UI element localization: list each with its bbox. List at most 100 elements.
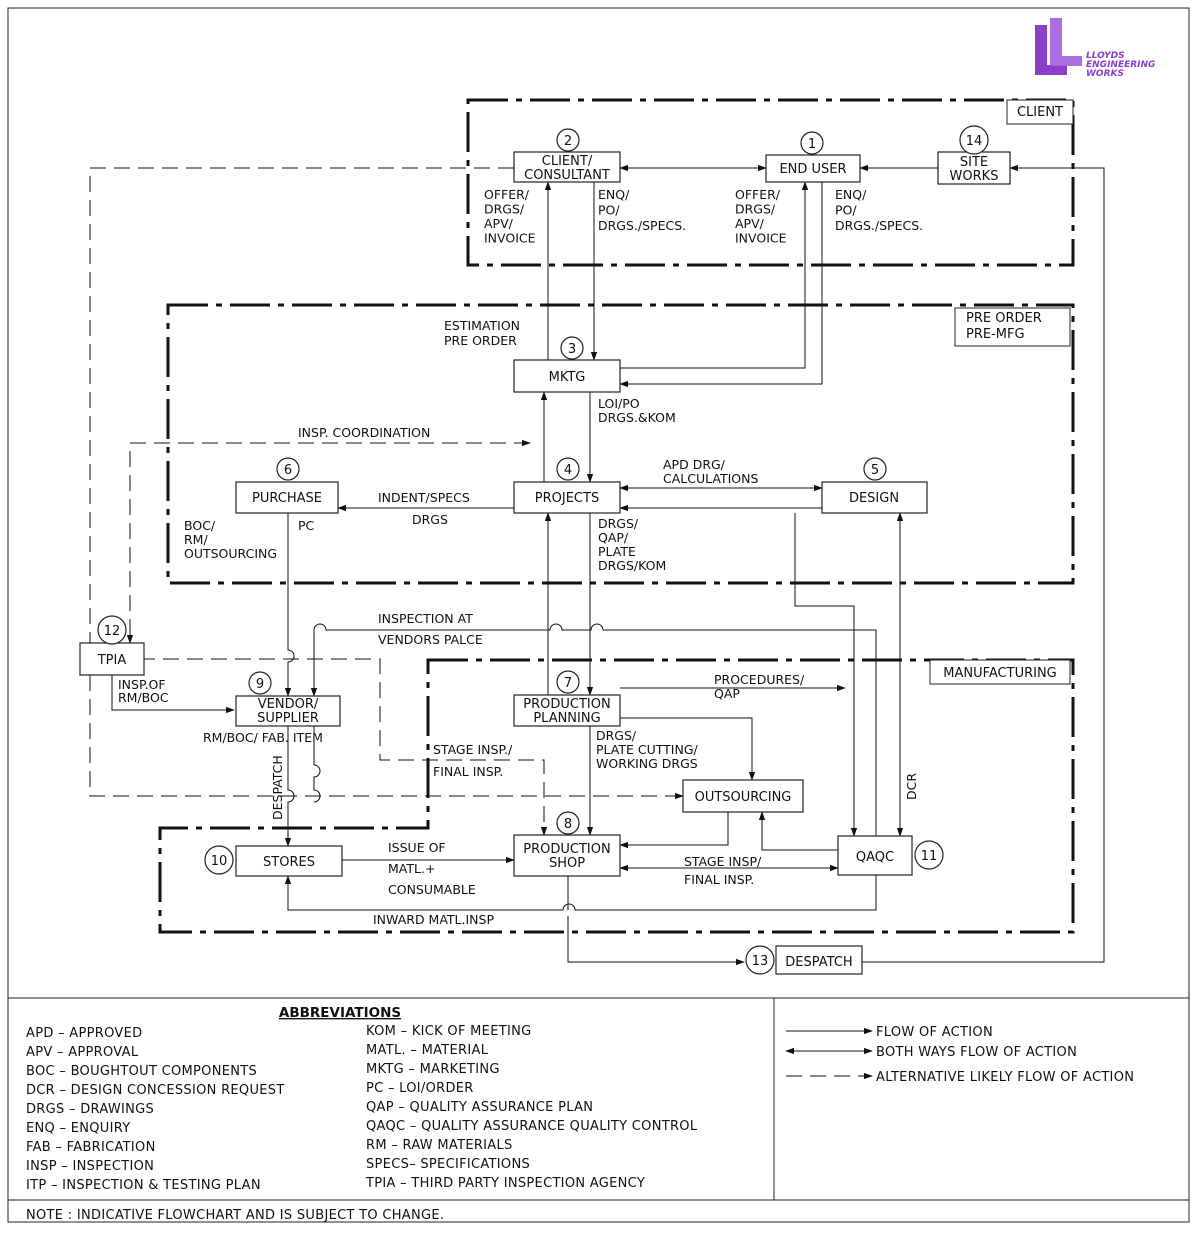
pre-order-region (166, 303, 1075, 585)
circle-3 (560, 336, 584, 360)
abbreviation-entry: DCR – DESIGN CONCESSION REQUEST (26, 1083, 285, 1098)
vendor-label: VENDOR/ (258, 697, 319, 712)
label-despatch-vertical: DESPATCH (270, 755, 285, 820)
number-14: 14 (966, 134, 983, 149)
flow-purchase-vendor (284, 513, 295, 697)
edge-label-line: OUTSOURCING (184, 546, 277, 561)
node-tpia-box (79, 642, 145, 676)
site-label: SITE (960, 155, 988, 170)
pre-order-region-label: PRE ORDER (966, 311, 1042, 326)
abbreviations-col2: KOM – KICK OF MEETING MATL. – MATERIAL MKT… (365, 1024, 698, 1191)
node-number-circles (97, 125, 989, 975)
abbreviation-entry: KOM – KICK OF MEETING (366, 1024, 531, 1039)
edge-label-line: APD DRG/ (663, 457, 726, 472)
edge-label-line: STAGE INSP./ (433, 742, 513, 757)
number-7: 7 (564, 676, 572, 691)
edge-label-line: DRGS/ (598, 516, 639, 531)
company-logo: LLOYDS ENGINEERING WORKS (1035, 18, 1155, 79)
legend-both-label: BOTH WAYS FLOW OF ACTION (876, 1045, 1077, 1060)
edge-labels: OFFER/DRGS/APV/INVOICE ENQ/PO/DRGS./SPEC… (118, 187, 923, 927)
flow-enduser-mktg (619, 182, 823, 388)
projects-label: PROJECTS (535, 491, 599, 506)
edge-label-line: INVOICE (735, 231, 787, 246)
node-qaqc-box (837, 835, 913, 876)
edge-label-line: INVOICE (484, 231, 536, 246)
qaqc-label: QAQC (856, 850, 894, 865)
label-enduser-offer: OFFER/DRGS/APV/INVOICE (735, 187, 787, 246)
edge-label-line: QAP/ (598, 530, 629, 545)
tpia-label: TPIA (97, 653, 127, 668)
outsourcing-label: OUTSOURCING (695, 790, 792, 805)
label-boc: BOC/RM/OUTSOURCING (184, 518, 277, 561)
number-13: 13 (752, 954, 769, 969)
abbreviation-entry: MATL. – MATERIAL (366, 1043, 489, 1058)
edge-label-line: QAP (714, 686, 740, 701)
logo-name-line-2: ENGINEERING (1086, 60, 1155, 70)
label-enduser-enq: ENQ/PO/DRGS./SPECS. (835, 187, 923, 233)
pre-mfg-region-label: PRE-MFG (966, 327, 1025, 342)
edge-label-line: PO/ (835, 203, 857, 218)
stores-label: STORES (263, 855, 315, 870)
edge-label-line: PLATE CUTTING/ (596, 742, 699, 757)
label-rm-boc: RM/BOC/ FAB. ITEM (203, 730, 323, 745)
flow-vendor-stores (284, 726, 295, 847)
logo-name-line-3: WORKS (1086, 69, 1124, 79)
despatch-label: DESPATCH (785, 955, 852, 970)
edge-label-line: DRGS/ (484, 202, 525, 217)
node-purchase-box (235, 481, 339, 514)
number-8: 8 (564, 817, 572, 832)
flow-tpia-vendor (111, 675, 235, 714)
circle-14 (959, 125, 989, 155)
flow-despatch-site (862, 164, 1105, 963)
flow-design-qaqc (794, 513, 858, 837)
abbreviation-entry: FAB – FABRICATION (26, 1140, 156, 1155)
number-2: 2 (564, 134, 572, 149)
number-1: 1 (808, 137, 816, 152)
circle-1 (800, 131, 824, 155)
edge-label-line: APV/ (735, 216, 765, 231)
number-12: 12 (104, 624, 121, 639)
edge-label-line: OFFER/ (484, 187, 530, 202)
node-production-shop-box (513, 834, 621, 877)
edge-label-line: APV/ (484, 216, 514, 231)
circle-9 (248, 671, 272, 695)
node-client-consultant-box (513, 151, 621, 183)
client-label: CLIENT/ (542, 154, 593, 169)
edge-label-line: FINAL INSP. (684, 872, 754, 887)
edge-label-line: DRGS.&KOM (598, 410, 676, 425)
circle-6 (276, 457, 300, 481)
vendor-line-right (313, 726, 321, 803)
node-outsourcing-box (682, 779, 804, 813)
edge-label-line: ISSUE OF (388, 840, 446, 855)
production-planning-label-1: PRODUCTION (523, 697, 610, 712)
node-site-works-box (937, 151, 1011, 185)
edge-label-line: ENQ/ (598, 187, 630, 202)
abbreviation-entry: DRGS – DRAWINGS (26, 1102, 154, 1117)
alternative-flows (89, 167, 684, 836)
edge-label-line: PROCEDURES/ (714, 672, 805, 687)
legend-flow-label: FLOW OF ACTION (876, 1025, 993, 1040)
abbreviation-entry: MKTG – MARKETING (366, 1062, 500, 1077)
node-vendor-box (235, 695, 341, 727)
legend: FLOW OF ACTION BOTH WAYS FLOW OF ACTION … (785, 1025, 1134, 1085)
end-user-label: END USER (779, 162, 846, 177)
flow-mktg-enduser (620, 181, 809, 369)
edge-label-line: PRE ORDER (444, 333, 517, 348)
node-end-user-box (765, 154, 861, 183)
edge-label-line: DRGS (412, 512, 448, 527)
circle-8 (556, 811, 580, 835)
production-shop-label-1: PRODUCTION (523, 842, 610, 857)
node-design-box (821, 481, 928, 514)
manufacturing-region-label: MANUFACTURING (943, 666, 1057, 681)
manufacturing-region (158, 658, 1075, 934)
node-boxes (79, 151, 1011, 975)
client-tag-box (1006, 99, 1074, 125)
design-label: DESIGN (849, 491, 899, 506)
label-pc: PC (298, 518, 315, 533)
alt-flow-client-tpia (89, 167, 514, 643)
edge-label-line: ESTIMATION (444, 318, 520, 333)
